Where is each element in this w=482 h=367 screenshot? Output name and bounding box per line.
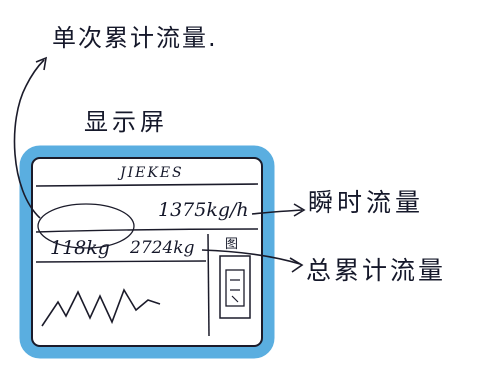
display-inner-frame (31, 157, 263, 347)
screen-brand: JIEKES (120, 165, 184, 181)
instant-flow-label: 瞬时流量 (308, 188, 425, 217)
total-value: 2724kg (130, 238, 195, 258)
total-flow-arrowhead (289, 257, 304, 273)
display-label: 显示屏 (84, 108, 168, 136)
icon-separator (207, 233, 210, 337)
instant-flow-arrowhead (293, 203, 306, 217)
display-outer-frame (19, 145, 275, 359)
single-value: 118kg (50, 237, 110, 259)
single-flow-arrow-line (13, 59, 45, 219)
device-icon-label: 图 (225, 237, 239, 252)
device-icon-box (219, 255, 251, 319)
single-flow-arrowhead (35, 56, 48, 71)
totals-row-divider (35, 260, 207, 263)
flow-waveform (41, 288, 161, 327)
brand-divider (35, 183, 259, 187)
single-flow-label: 单次累计流量. (52, 24, 218, 52)
instant-row-divider (35, 228, 259, 233)
single-value-circle (37, 203, 135, 249)
total-flow-label: 总累计流量 (306, 256, 447, 285)
device-icon-detail (230, 279, 240, 303)
total-flow-arrow-line (201, 249, 301, 265)
instant-value: 1375kg/h (158, 199, 249, 221)
instant-flow-arrow-line (251, 209, 303, 215)
device-icon-inner (225, 269, 245, 307)
